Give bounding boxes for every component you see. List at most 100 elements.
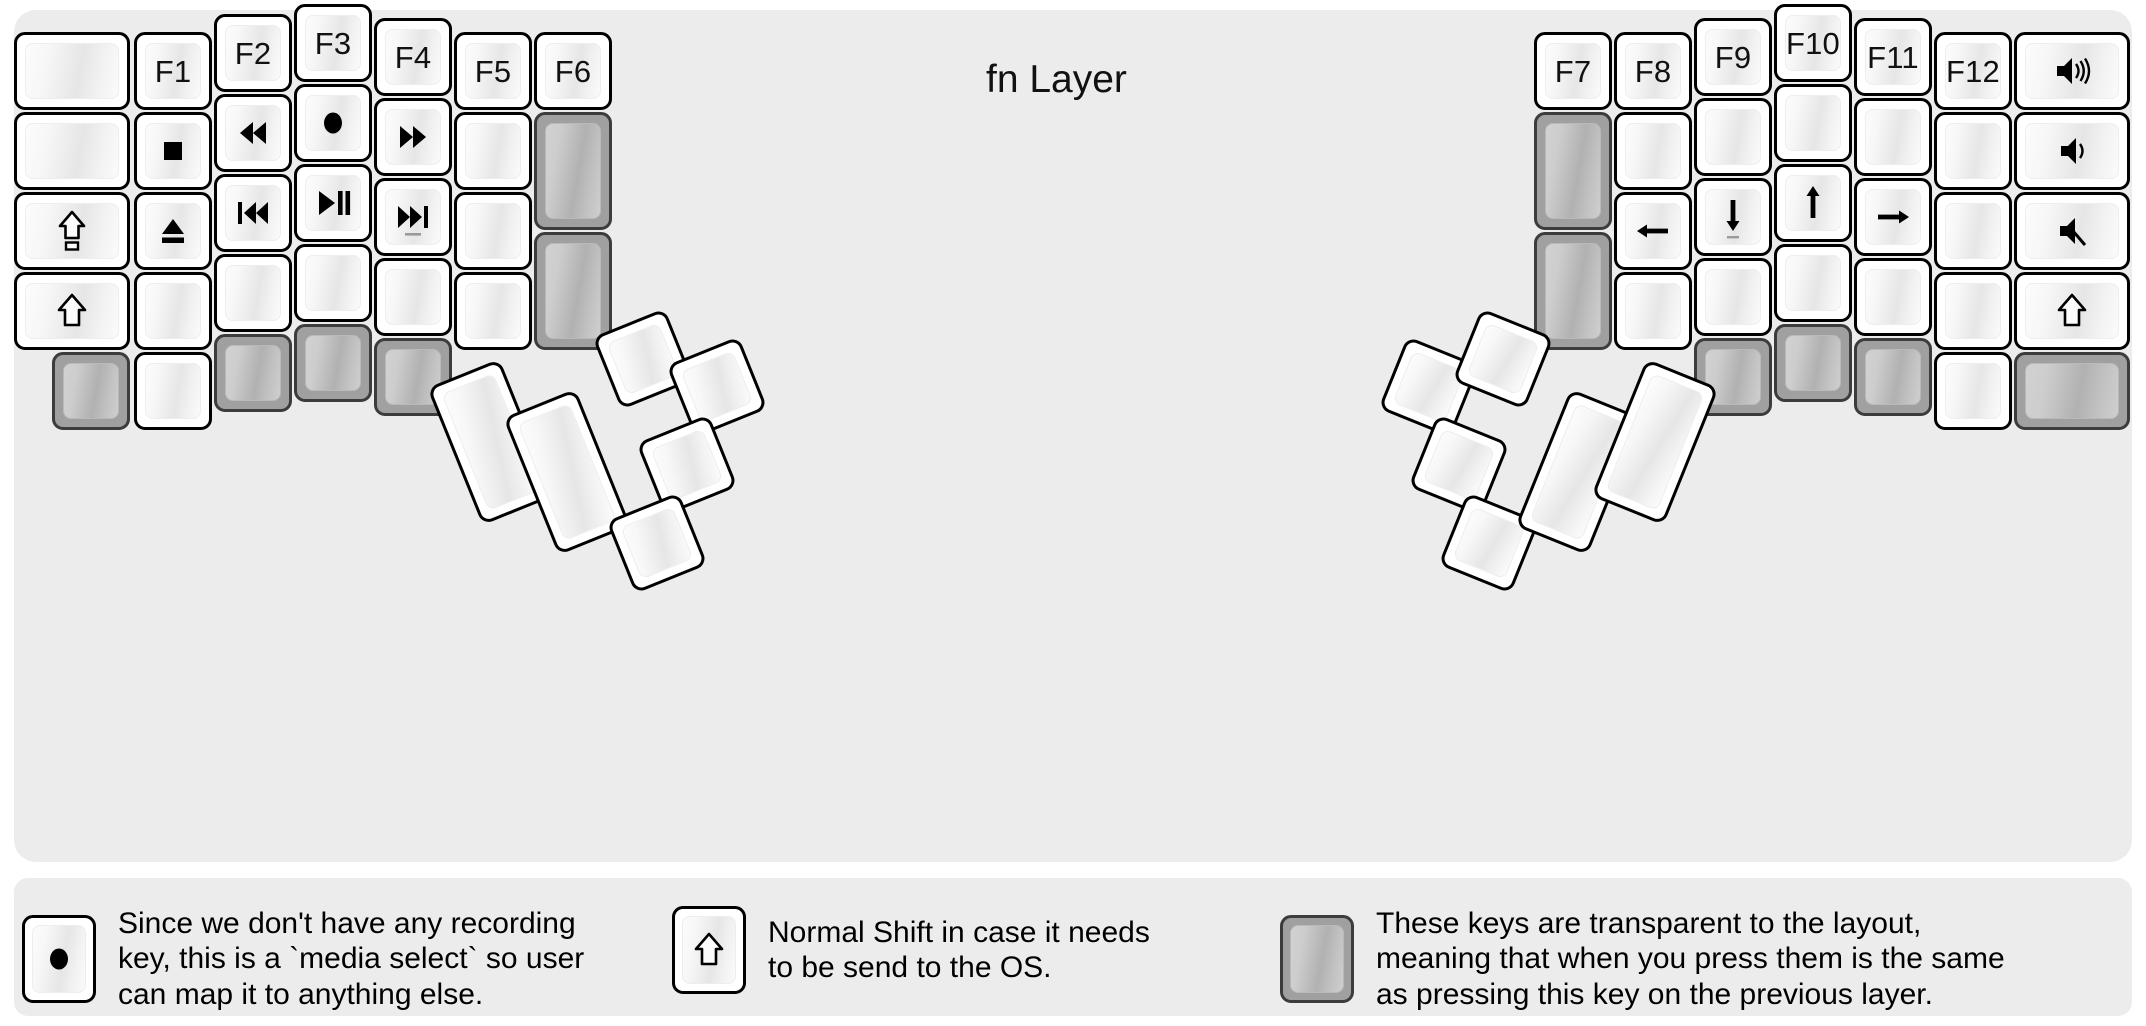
- key-f7[interactable]: F7: [1534, 32, 1612, 110]
- key-blank-r4[interactable]: [1614, 272, 1692, 350]
- key-cap: F4: [385, 29, 441, 85]
- key-arrow-down[interactable]: [1694, 178, 1772, 256]
- key-cap: [145, 283, 201, 339]
- key-blank-r8[interactable]: [1694, 258, 1772, 336]
- legend-normal-shift-key: [672, 906, 746, 994]
- key-cap: [1785, 95, 1841, 151]
- key-cap: [145, 203, 201, 259]
- key-trans-l-inner-2[interactable]: [534, 232, 612, 350]
- key-f9[interactable]: F9: [1694, 18, 1772, 96]
- key-f8[interactable]: F8: [1614, 32, 1692, 110]
- key-media-fast-forward[interactable]: [374, 98, 452, 176]
- key-arrow-right[interactable]: [1854, 178, 1932, 256]
- media-stop-icon: [151, 129, 195, 173]
- key-blank-l1[interactable]: [14, 32, 130, 110]
- key-media-play-pause[interactable]: [294, 164, 372, 242]
- key-f10[interactable]: F10: [1774, 4, 1852, 82]
- legend-normal-shift: Normal Shift in case it needs to be send…: [672, 906, 1150, 994]
- key-cap: [1945, 203, 2001, 259]
- key-cap: [1466, 322, 1540, 396]
- key-blank-l20[interactable]: [454, 112, 532, 190]
- key-cap: [63, 363, 119, 419]
- key-trans-l-ring[interactable]: [214, 334, 292, 412]
- key-f11[interactable]: F11: [1854, 18, 1932, 96]
- key-volume-down[interactable]: [2014, 112, 2130, 190]
- key-cap: [145, 363, 201, 419]
- key-blank-r19[interactable]: [1934, 192, 2012, 270]
- media-rewind-icon: [231, 111, 275, 155]
- key-f4[interactable]: F4: [374, 18, 452, 96]
- arrow-left-icon: [1631, 209, 1675, 253]
- key-media-eject[interactable]: [134, 192, 212, 270]
- key-cap: [1865, 109, 1921, 165]
- key-label: F8: [1634, 53, 1672, 89]
- key-blank-l21[interactable]: [454, 192, 532, 270]
- key-media-prev[interactable]: [214, 174, 292, 252]
- key-shift-right[interactable]: [2014, 272, 2130, 350]
- key-f1[interactable]: F1: [134, 32, 212, 110]
- key-arrow-left[interactable]: [1614, 192, 1692, 270]
- key-trans-r-middle[interactable]: [1774, 324, 1852, 402]
- key-blank-l2[interactable]: [14, 112, 130, 190]
- key-trans-l-middle[interactable]: [294, 324, 372, 402]
- key-cap: [2025, 43, 2119, 99]
- key-cap: [225, 105, 281, 161]
- key-blank-l10[interactable]: [214, 254, 292, 332]
- key-blank-r20[interactable]: [1934, 272, 2012, 350]
- key-cap: [1545, 243, 1601, 339]
- key-label: F6: [554, 53, 592, 89]
- key-blank-l7[interactable]: [134, 352, 212, 430]
- key-cap: [1945, 363, 2001, 419]
- key-volume-mute[interactable]: [2014, 192, 2130, 270]
- key-trans-r-inner-1[interactable]: [1534, 112, 1612, 230]
- key-cap: [1945, 283, 2001, 339]
- key-trans-l-inner-1[interactable]: [534, 112, 612, 230]
- key-media-rewind[interactable]: [214, 94, 292, 172]
- key-trans-l-bottom[interactable]: [52, 352, 130, 430]
- key-media-stop[interactable]: [134, 112, 212, 190]
- key-cap: [145, 123, 201, 179]
- key-trans-r-bottom[interactable]: [2014, 352, 2130, 430]
- key-blank-l6[interactable]: [134, 272, 212, 350]
- key-blank-r6[interactable]: [1694, 98, 1772, 176]
- arrow-up-icon: [1791, 181, 1835, 225]
- key-f5[interactable]: F5: [454, 32, 532, 110]
- key-trans-r-inner-2[interactable]: [1534, 232, 1612, 350]
- key-arrow-up[interactable]: [1774, 164, 1852, 242]
- key-blank-r16[interactable]: [1854, 258, 1932, 336]
- key-media-next[interactable]: [374, 178, 452, 256]
- legend-transparent-key: [1280, 915, 1354, 1004]
- key-f2[interactable]: F2: [214, 14, 292, 92]
- key-cap: [1705, 269, 1761, 325]
- key-f3[interactable]: F3: [294, 4, 372, 82]
- key-caps-lock[interactable]: [14, 192, 130, 270]
- key-blank-l22[interactable]: [454, 272, 532, 350]
- key-blank-l14[interactable]: [294, 244, 372, 322]
- key-label: F1: [154, 53, 192, 89]
- key-volume-up[interactable]: [2014, 32, 2130, 110]
- key-blank-r21[interactable]: [1934, 352, 2012, 430]
- key-cap: [465, 283, 521, 339]
- key-trans-l-index[interactable]: [374, 338, 452, 416]
- key-blank-r14[interactable]: [1854, 98, 1932, 176]
- key-cap: [1785, 335, 1841, 391]
- key-f12[interactable]: F12: [1934, 32, 2012, 110]
- key-blank-r10[interactable]: [1774, 84, 1852, 162]
- key-cap: F7: [1545, 43, 1601, 99]
- key-trans-r-ring[interactable]: [1854, 338, 1932, 416]
- key-blank-r2[interactable]: [1614, 112, 1692, 190]
- key-cap: [225, 265, 281, 321]
- key-blank-l18[interactable]: [374, 258, 452, 336]
- key-shift-left[interactable]: [14, 272, 130, 350]
- key-f6[interactable]: F6: [534, 32, 612, 110]
- key-label: F12: [1945, 53, 2001, 89]
- key-trans-r-index[interactable]: [1694, 338, 1772, 416]
- key-cap: [25, 123, 119, 179]
- key-blank-r18[interactable]: [1934, 112, 2012, 190]
- key-blank-r12[interactable]: [1774, 244, 1852, 322]
- key-cap: [385, 109, 441, 165]
- key-cap: [2025, 123, 2119, 179]
- caps-lock-shift-icon: [50, 209, 94, 253]
- key-label: F7: [1554, 53, 1592, 89]
- key-media-record[interactable]: [294, 84, 372, 162]
